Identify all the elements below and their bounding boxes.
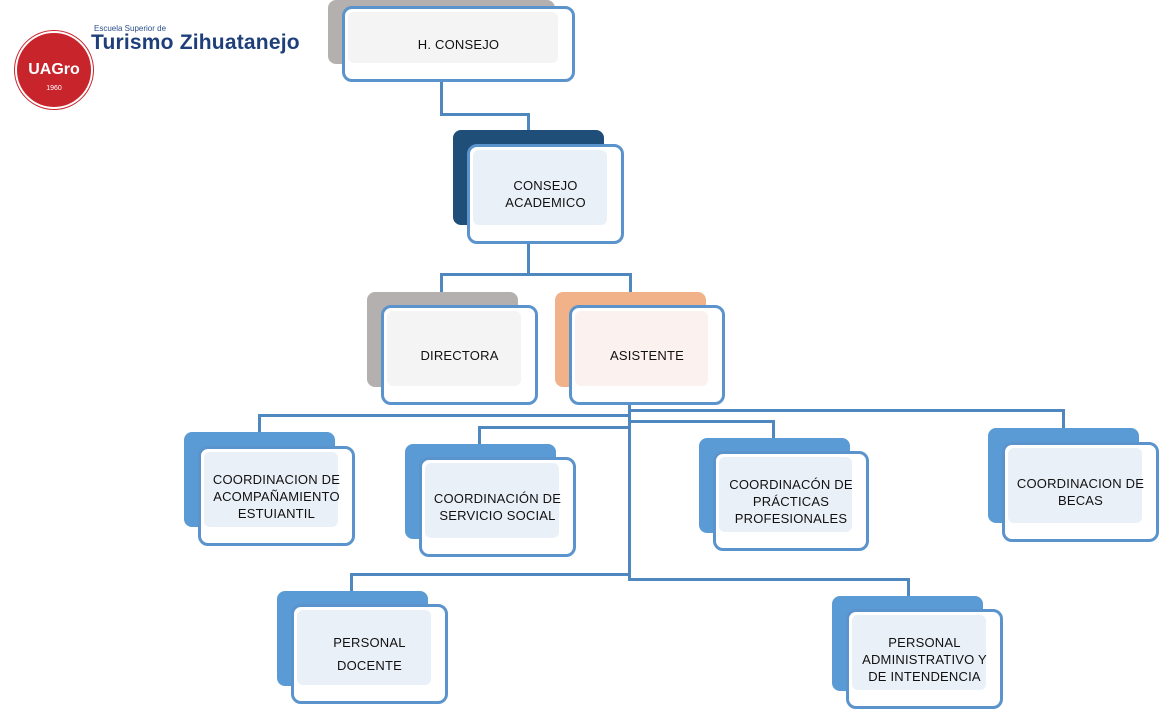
asistente-box: ASISTENTE <box>569 305 725 405</box>
seal-year: 1960 <box>46 85 62 92</box>
connector-level3-bar <box>440 273 632 276</box>
coord-acompanamiento-label: COORDINACION DE ACOMPAÑAMIENTO ESTUIANTI… <box>212 471 341 521</box>
connector-to-docente <box>350 573 353 591</box>
connector-to-practicas <box>772 420 775 438</box>
uagro-seal-icon: UAGro 1960 <box>15 31 93 109</box>
consejo-academico-box: CONSEJO ACADEMICO <box>467 144 624 244</box>
connector-to-servicio-social <box>478 426 481 444</box>
connector-to-acompanamiento <box>258 414 261 432</box>
h-consejo-box: H. CONSEJO <box>342 6 575 82</box>
coord-practicas-label: COORDINACÓN DE PRÁCTICAS PROFESIONALES <box>729 476 853 526</box>
connector-to-asistente <box>629 273 632 292</box>
connector-coord-bar-4 <box>628 420 775 423</box>
personal-administrativo-box: PERSONAL ADMINISTRATIVO Y DE INTENDENCIA <box>846 609 1003 709</box>
consejo-academico-label: CONSEJO ACADEMICO <box>505 178 586 210</box>
coord-servicio-social-box: COORDINACIÓN DE SERVICIO SOCIAL <box>419 457 576 557</box>
connector-h-consejo-across <box>440 113 530 116</box>
connector-to-consejo-academico <box>527 113 530 130</box>
connector-coord-bar-2 <box>628 409 1065 412</box>
school-name: Turismo Zihuatanejo <box>91 31 300 54</box>
connector-personal-right <box>628 578 910 581</box>
connector-coord-bar-3 <box>478 426 630 429</box>
school-line: Escuela Superior de <box>94 24 167 33</box>
directora-box: DIRECTORA <box>381 305 538 405</box>
coord-acompanamiento-box: COORDINACION DE ACOMPAÑAMIENTO ESTUIANTI… <box>198 446 355 546</box>
school-logo: UAGro 1960 Escuela Superior de Turismo Z… <box>13 12 313 112</box>
coord-practicas-box: COORDINACÓN DE PRÁCTICAS PROFESIONALES <box>713 451 869 551</box>
seal-text: UAGro <box>28 61 80 78</box>
directora-label: DIRECTORA <box>420 347 499 363</box>
connector-to-directora <box>440 273 443 292</box>
connector-h-consejo-down <box>440 82 443 115</box>
personal-administrativo-label: PERSONAL ADMINISTRATIVO Y DE INTENDENCIA <box>862 634 987 684</box>
coord-becas-label: COORDINACION DE BECAS <box>1016 476 1145 508</box>
coord-servicio-social-label: COORDINACIÓN DE SERVICIO SOCIAL <box>433 491 562 523</box>
connector-to-administrativo <box>907 578 910 596</box>
asistente-label: ASISTENTE <box>609 347 685 363</box>
connector-coord-bar-1 <box>258 414 630 417</box>
personal-docente-box: PERSONAL DOCENTE <box>291 604 448 704</box>
personal-docente-label: PERSONAL DOCENTE <box>333 635 406 673</box>
connector-personal-left <box>350 573 630 576</box>
connector-to-becas <box>1062 409 1065 429</box>
h-consejo-label: H. CONSEJO <box>417 36 500 52</box>
coord-becas-box: COORDINACION DE BECAS <box>1002 442 1159 542</box>
connector-trunk <box>628 394 631 581</box>
connector-consejo-down <box>527 243 530 275</box>
